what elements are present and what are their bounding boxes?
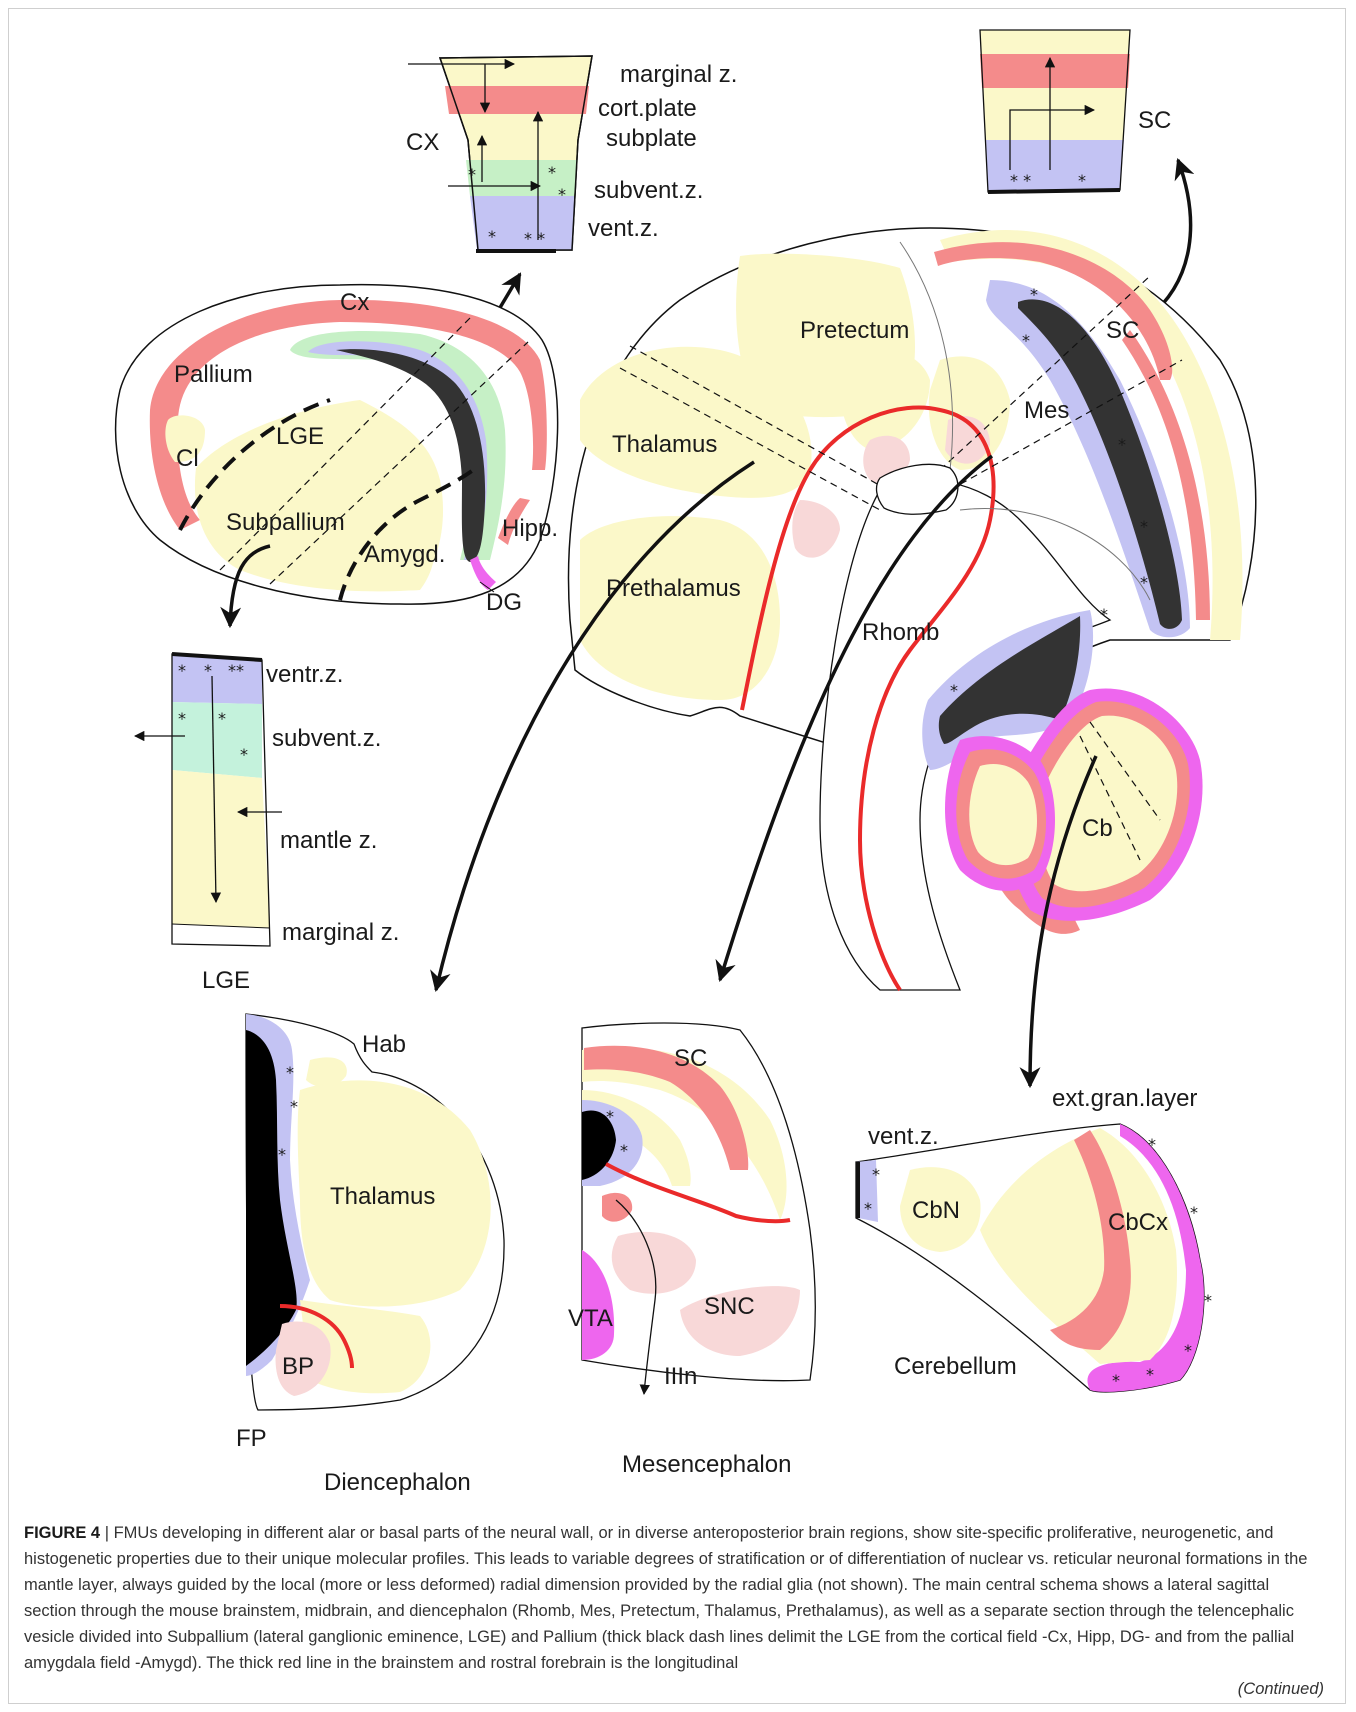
svg-text:*: * xyxy=(558,185,566,204)
svg-text:*: * xyxy=(1190,1203,1198,1222)
mesenc-sc: SC xyxy=(674,1045,707,1072)
lge-column: * * ** * * * xyxy=(135,654,282,946)
dienc-title: Diencephalon xyxy=(324,1469,471,1496)
svg-text:* *: * * xyxy=(1010,171,1031,190)
mesenc-snc: SNC xyxy=(704,1293,755,1320)
vesicle-lge: LGE xyxy=(276,423,324,450)
sc-column-title: SC xyxy=(1138,107,1171,134)
vesicle-subpallium: Subpallium xyxy=(226,509,345,536)
dienc-fp: FP xyxy=(236,1425,267,1452)
svg-text:*: * xyxy=(240,745,248,764)
svg-text:*: * xyxy=(1100,605,1108,624)
caption-separator: | xyxy=(105,1524,109,1542)
cx-layer-subvent: subvent.z. xyxy=(594,177,703,204)
figure-diagram: * * * * * * CX marginal z. cort.plate su… xyxy=(0,0,1356,1512)
svg-text:*: * xyxy=(1118,435,1126,454)
svg-text:*: * xyxy=(1148,1135,1156,1154)
cx-layer-subplate: subplate xyxy=(606,125,697,152)
vesicle-amygd: Amygd. xyxy=(364,541,445,568)
svg-text:*: * xyxy=(1030,285,1038,304)
cereb-cbcx: CbCx xyxy=(1108,1209,1168,1236)
mesenc-iiin: IIIn xyxy=(664,1363,697,1390)
caption-text: FMUs developing in different alar or bas… xyxy=(24,1524,1307,1672)
caption-continued: (Continued) xyxy=(1238,1676,1324,1702)
vesicle-pallium: Pallium xyxy=(174,361,253,388)
brainstem-section: * * * * * * * xyxy=(568,228,1255,990)
svg-text:*: * xyxy=(1078,171,1086,190)
svg-text:*: * xyxy=(290,1097,298,1116)
dienc-thalamus: Thalamus xyxy=(330,1183,435,1210)
cereb-title: Cerebellum xyxy=(894,1353,1017,1380)
diencephalon-inset: * * * xyxy=(246,1014,504,1410)
vesicle-hipp: Hipp. xyxy=(502,515,558,542)
svg-text:*: * xyxy=(1140,573,1148,592)
cereb-cbn: CbN xyxy=(912,1197,960,1224)
lge-layer-subvent: subvent.z. xyxy=(272,725,381,752)
svg-text:**: ** xyxy=(228,661,244,680)
svg-text:*: * xyxy=(218,709,226,728)
vesicle-cl: Cl xyxy=(176,445,199,472)
svg-text:*: * xyxy=(204,661,212,680)
cereb-ext-gran: ext.gran.layer xyxy=(1052,1085,1197,1112)
cerebellum-inset: * * * * * * * * xyxy=(856,1124,1212,1392)
svg-text:*: * xyxy=(468,165,476,184)
svg-text:*: * xyxy=(606,1107,614,1126)
dienc-bp: BP xyxy=(282,1353,314,1380)
svg-text:*: * xyxy=(1022,331,1030,350)
svg-text:*: * xyxy=(864,1199,872,1218)
figure-caption: FIGURE 4 | FMUs developing in different … xyxy=(24,1520,1324,1676)
svg-text:*: * xyxy=(1184,1341,1192,1360)
region-sc: SC xyxy=(1106,317,1139,344)
mesenc-vta: VTA xyxy=(568,1305,613,1332)
svg-text:* *: * * xyxy=(524,229,545,248)
vesicle-dg: DG xyxy=(486,589,522,616)
svg-text:*: * xyxy=(620,1141,628,1160)
svg-text:*: * xyxy=(278,1145,286,1164)
dienc-hab: Hab xyxy=(362,1031,406,1058)
cx-layer-marginal: marginal z. xyxy=(620,61,737,88)
region-thalamus: Thalamus xyxy=(612,431,717,458)
svg-text:*: * xyxy=(872,1165,880,1184)
lge-layer-marginal: marginal z. xyxy=(282,919,399,946)
region-rhomb: Rhomb xyxy=(862,619,939,646)
mesencephalon-inset: * * xyxy=(582,1023,815,1394)
lge-layer-mantle: mantle z. xyxy=(280,827,377,854)
svg-text:*: * xyxy=(488,227,496,246)
region-pretectum: Pretectum xyxy=(800,317,909,344)
svg-text:*: * xyxy=(1112,1371,1120,1390)
svg-text:*: * xyxy=(178,709,186,728)
svg-text:*: * xyxy=(286,1063,294,1082)
lge-layer-ventr: ventr.z. xyxy=(266,661,343,688)
svg-text:*: * xyxy=(1146,1365,1154,1384)
svg-text:*: * xyxy=(1204,1291,1212,1310)
svg-text:*: * xyxy=(1140,517,1148,536)
lge-column-title: LGE xyxy=(202,967,250,994)
svg-text:*: * xyxy=(548,163,556,182)
svg-text:*: * xyxy=(950,681,958,700)
cereb-vent: vent.z. xyxy=(868,1123,939,1150)
svg-text:*: * xyxy=(178,661,186,680)
cx-column-title: CX xyxy=(406,129,439,156)
mesenc-title: Mesencephalon xyxy=(622,1451,791,1478)
cx-layer-vent: vent.z. xyxy=(588,215,659,242)
region-mes: Mes xyxy=(1024,397,1069,424)
sc-column: * * * xyxy=(980,30,1130,192)
cx-layer-cortplate: cort.plate xyxy=(598,95,697,122)
vesicle-cx: Cx xyxy=(340,289,369,316)
region-cb: Cb xyxy=(1082,815,1113,842)
caption-figure-label: FIGURE 4 xyxy=(24,1524,100,1542)
